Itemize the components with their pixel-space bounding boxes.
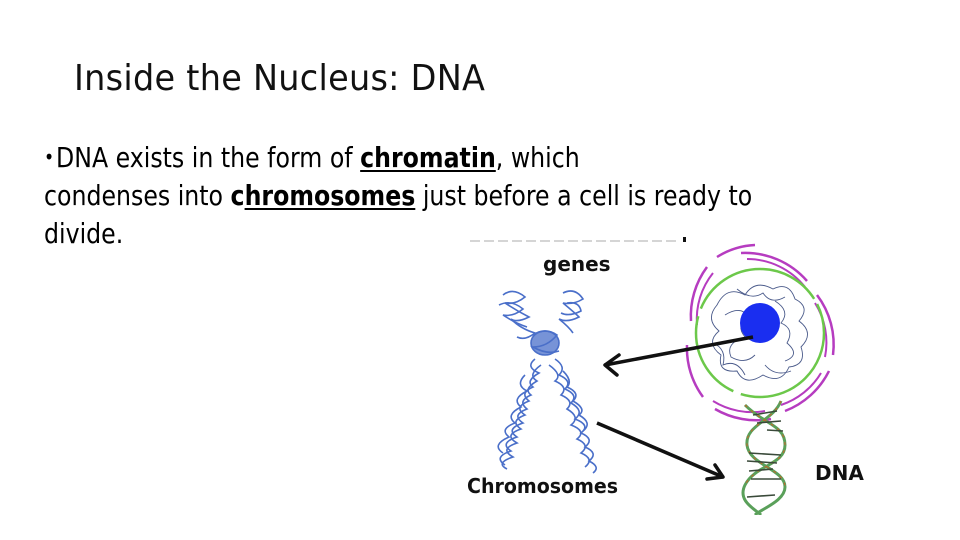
label-dna: DNA (815, 461, 864, 485)
text-segment: DNA exists in the form of (56, 142, 361, 174)
arrow-icon (596, 421, 725, 481)
bullet-text: •DNA exists in the form of chromatin, wh… (44, 138, 924, 253)
bullet-line-1: •DNA exists in the form of chromatin, wh… (44, 138, 801, 177)
text-segment: condenses into (44, 180, 231, 212)
chromosome-diagram: genes Chromosomes DNA (455, 225, 875, 515)
term-chromosomes: chromosomes (231, 180, 416, 212)
text-segment: just before a cell is ready to (415, 180, 753, 212)
text-segment: c (230, 180, 245, 212)
term-chromatin: chromatin (360, 142, 496, 174)
bullet-icon: • (44, 145, 55, 169)
text-segment: hromosomes (244, 180, 416, 212)
label-chromosomes: Chromosomes (467, 474, 619, 498)
bullet-line-3: divide. (44, 218, 124, 250)
dna-helix-icon (741, 400, 787, 515)
nucleus-icon (685, 243, 835, 422)
label-genes: genes (543, 252, 611, 276)
bullet-line-2: condenses into chromosomes just before a… (44, 177, 801, 215)
chromosome-icon (497, 290, 597, 474)
arrow-icon (603, 335, 754, 377)
text-segment: , which (495, 142, 580, 174)
diagram-graphics (470, 237, 835, 515)
slide-title: Inside the Nucleus: DNA (74, 58, 486, 99)
